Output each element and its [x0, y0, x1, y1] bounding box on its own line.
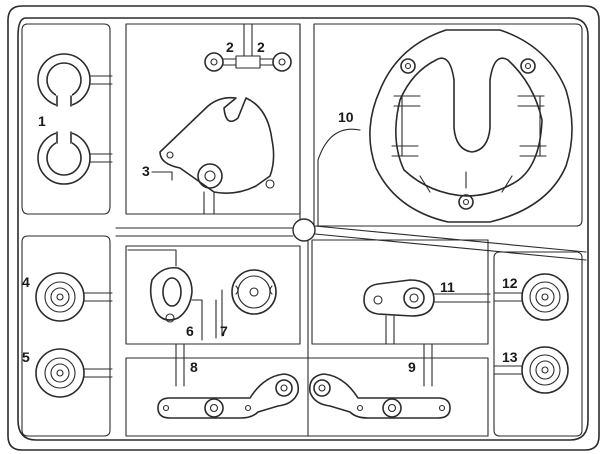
sprue-frame [7, 5, 600, 451]
part-7-gear-wheel [215, 269, 277, 339]
part-6-eccentric-cam [127, 249, 203, 341]
label-part-9: 9 [408, 359, 416, 375]
label-part-10: 10 [338, 109, 354, 125]
label-part-7: 7 [220, 323, 228, 339]
part-labels: 1 2 2 3 4 5 6 7 8 9 10 11 12 13 [22, 39, 518, 375]
label-part-6: 6 [186, 323, 194, 339]
label-part-11: 11 [440, 279, 455, 295]
label-part-3: 3 [142, 163, 150, 179]
part-10-u-plate [317, 29, 573, 227]
part-2-washer-pair [204, 23, 292, 72]
part-5-disc [35, 348, 113, 398]
part-12-disc [493, 273, 569, 321]
part-9-linkage [308, 343, 451, 419]
label-part-1: 1 [38, 113, 46, 129]
part-3-hook-lever [151, 96, 275, 215]
label-part-13: 13 [502, 349, 518, 365]
part-1-split-ring-upper [37, 53, 113, 108]
label-part-8: 8 [190, 359, 198, 375]
label-part-5: 5 [22, 349, 30, 365]
label-part-12: 12 [502, 275, 518, 291]
part-8-linkage [157, 343, 300, 419]
part-11-crank-arm [363, 279, 491, 345]
part-4-disc [35, 272, 113, 322]
part-13-disc [493, 346, 569, 394]
label-part-4: 4 [22, 274, 30, 290]
label-part-2-right: 2 [257, 39, 265, 55]
part-1-split-ring-lower [37, 130, 113, 185]
label-part-2-left: 2 [226, 39, 234, 55]
